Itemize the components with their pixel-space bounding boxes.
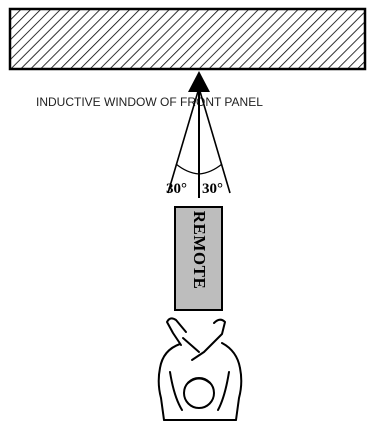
front-panel (10, 9, 365, 69)
remote-label: REMOTE (190, 211, 209, 290)
window-label: INDUCTIVE WINDOW OF FRONT PANEL (36, 95, 263, 109)
angle-label-right: 30° (202, 181, 223, 197)
remote-control: REMOTE (175, 207, 222, 310)
angle-label-left: 30° (166, 181, 187, 197)
user-figure-icon (159, 318, 242, 420)
angle-arc-left (176, 164, 199, 174)
angle-arc-right (199, 164, 222, 174)
front-panel-hatch (10, 9, 365, 69)
